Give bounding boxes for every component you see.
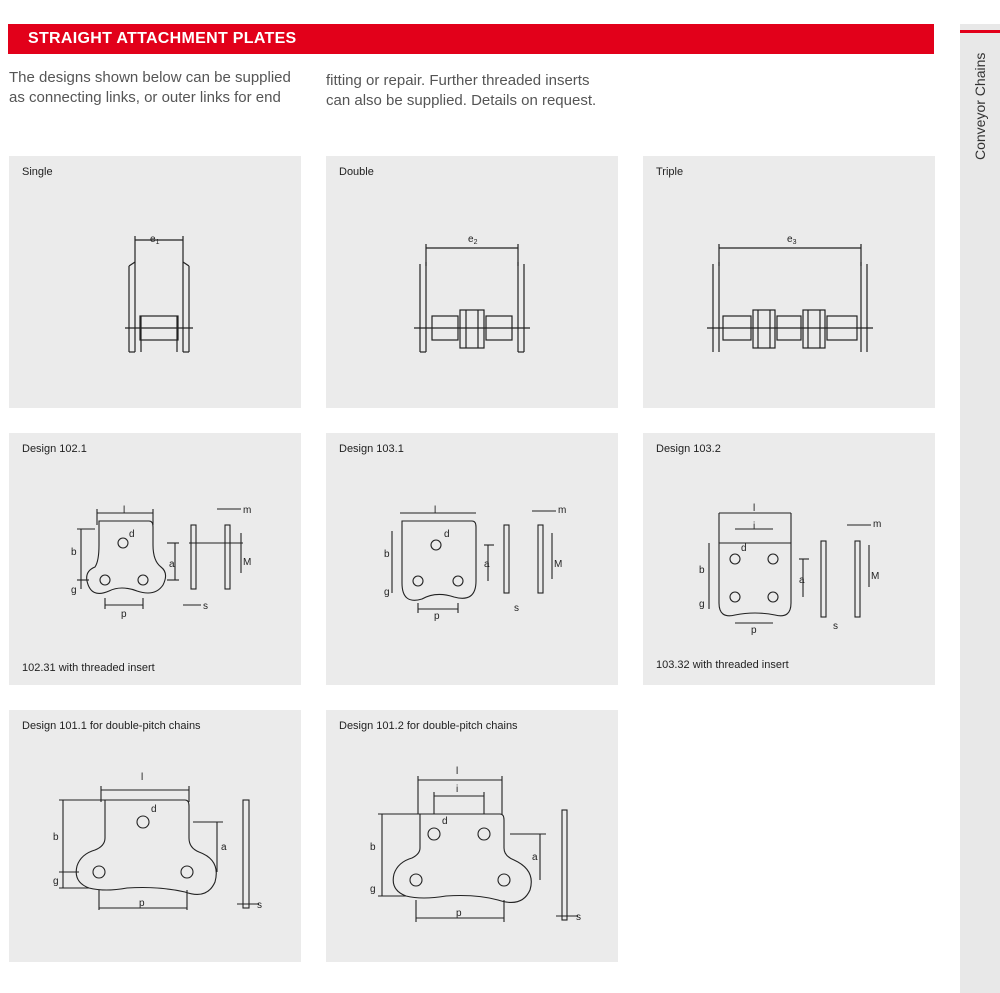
dim-d-label: d bbox=[129, 529, 135, 540]
panel-single: Single e1 bbox=[9, 156, 301, 408]
dim-l-label: l bbox=[456, 766, 458, 777]
side-tab bbox=[960, 24, 1000, 993]
dim-a-label: a bbox=[221, 842, 227, 853]
design-103-2-drawing: l i d b g a p s m M bbox=[699, 503, 881, 636]
section-title: STRAIGHT ATTACHMENT PLATES bbox=[28, 30, 297, 47]
dim-s-label: s bbox=[576, 912, 581, 923]
dim-l-label: l bbox=[434, 505, 436, 516]
dim-b-label: b bbox=[53, 832, 59, 843]
dim-s-label: s bbox=[514, 603, 519, 614]
design-101-1-drawing: l d b g a p s bbox=[53, 772, 262, 911]
dim-s-label: s bbox=[203, 601, 208, 612]
dim-a-label: a bbox=[169, 559, 175, 570]
panel-title: Design 102.1 bbox=[22, 443, 87, 455]
dim-p-label: p bbox=[121, 609, 127, 620]
double-chain-drawing: e2 bbox=[414, 234, 530, 353]
dim-l-label: l bbox=[123, 505, 125, 516]
triple-chain-drawing: e3 bbox=[707, 234, 873, 352]
panel-title: Triple bbox=[656, 166, 684, 178]
panel-design-103-1: Design 103.1 l d b g a p s m M bbox=[326, 433, 618, 685]
panel-title: Design 101.1 for double-pitch chains bbox=[22, 720, 201, 732]
panel-title: Single bbox=[22, 166, 53, 178]
design-103-1-drawing: l d b g a p s m M bbox=[384, 505, 566, 622]
side-tab-accent-line bbox=[960, 30, 1000, 33]
dim-b-label: b bbox=[71, 547, 77, 558]
dim-b-label: b bbox=[370, 842, 376, 853]
panel-note: 102.31 with threaded insert bbox=[22, 662, 155, 674]
side-tab-label-box: Conveyor Chains bbox=[960, 48, 1000, 168]
section-header-bar: STRAIGHT ATTACHMENT PLATES bbox=[8, 24, 934, 54]
dim-p-label: p bbox=[456, 908, 462, 919]
dim-g-label: g bbox=[699, 599, 705, 610]
dim-d-label: d bbox=[444, 529, 450, 540]
dim-p-label: p bbox=[751, 625, 757, 636]
dim-m-label: m bbox=[243, 505, 251, 516]
panel-design-102-1: Design 102.1 l d b g a bbox=[9, 433, 301, 685]
dim-M-label: M bbox=[243, 557, 251, 568]
dim-d-label: d bbox=[442, 816, 448, 827]
single-chain-drawing: e1 bbox=[125, 234, 193, 353]
dim-g-label: g bbox=[53, 876, 59, 887]
dim-m-label: m bbox=[873, 519, 881, 530]
dim-b-label: b bbox=[699, 565, 705, 576]
dim-g-label: g bbox=[71, 585, 77, 596]
dim-i-label: i bbox=[456, 784, 458, 795]
dim-e2-label: e2 bbox=[468, 234, 478, 246]
dim-M-label: M bbox=[554, 559, 562, 570]
panel-design-101-2: Design 101.2 for double-pitch chains l i… bbox=[326, 710, 618, 962]
dim-i-label: i bbox=[753, 521, 755, 532]
panel-title: Design 101.2 for double-pitch chains bbox=[339, 720, 518, 732]
panel-double: Double e2 bbox=[326, 156, 618, 408]
intro-text-left: The designs shown below can be supplied … bbox=[9, 69, 291, 106]
dim-d-label: d bbox=[741, 543, 747, 554]
dim-M-label: M bbox=[871, 571, 879, 582]
panel-title: Double bbox=[339, 166, 374, 178]
panel-design-101-1: Design 101.1 for double-pitch chains l d… bbox=[9, 710, 301, 962]
design-101-2-drawing: l i d b g a p s bbox=[370, 766, 581, 923]
panel-design-103-2: Design 103.2 l i d b g a p s m M bbox=[643, 433, 935, 685]
dim-e3-label: e3 bbox=[787, 234, 797, 246]
panel-title: Design 103.1 bbox=[339, 443, 404, 455]
dim-s-label: s bbox=[833, 621, 838, 632]
intro-text-right: fitting or repair. Further threaded inse… bbox=[326, 72, 597, 109]
side-tab-label: Conveyor Chains bbox=[972, 52, 988, 160]
dim-d-label: d bbox=[151, 804, 157, 815]
dim-g-label: g bbox=[370, 884, 376, 895]
dim-m-label: m bbox=[558, 505, 566, 516]
panel-triple: Triple e3 bbox=[643, 156, 935, 408]
dim-e1-label: e1 bbox=[150, 234, 160, 246]
dim-g-label: g bbox=[384, 587, 390, 598]
dim-a-label: a bbox=[484, 559, 490, 570]
panel-note: 103.32 with threaded insert bbox=[656, 659, 789, 671]
dim-l-label: l bbox=[141, 772, 143, 783]
panel-title: Design 103.2 bbox=[656, 443, 721, 455]
dim-a-label: a bbox=[532, 852, 538, 863]
dim-a-label: a bbox=[799, 575, 805, 586]
dim-l-label: l bbox=[753, 503, 755, 514]
dim-s-label: s bbox=[257, 900, 262, 911]
dim-p-label: p bbox=[434, 611, 440, 622]
dim-p-label: p bbox=[139, 898, 145, 909]
design-102-1-drawing: l d b g a p s m M bbox=[71, 505, 251, 620]
dim-b-label: b bbox=[384, 549, 390, 560]
